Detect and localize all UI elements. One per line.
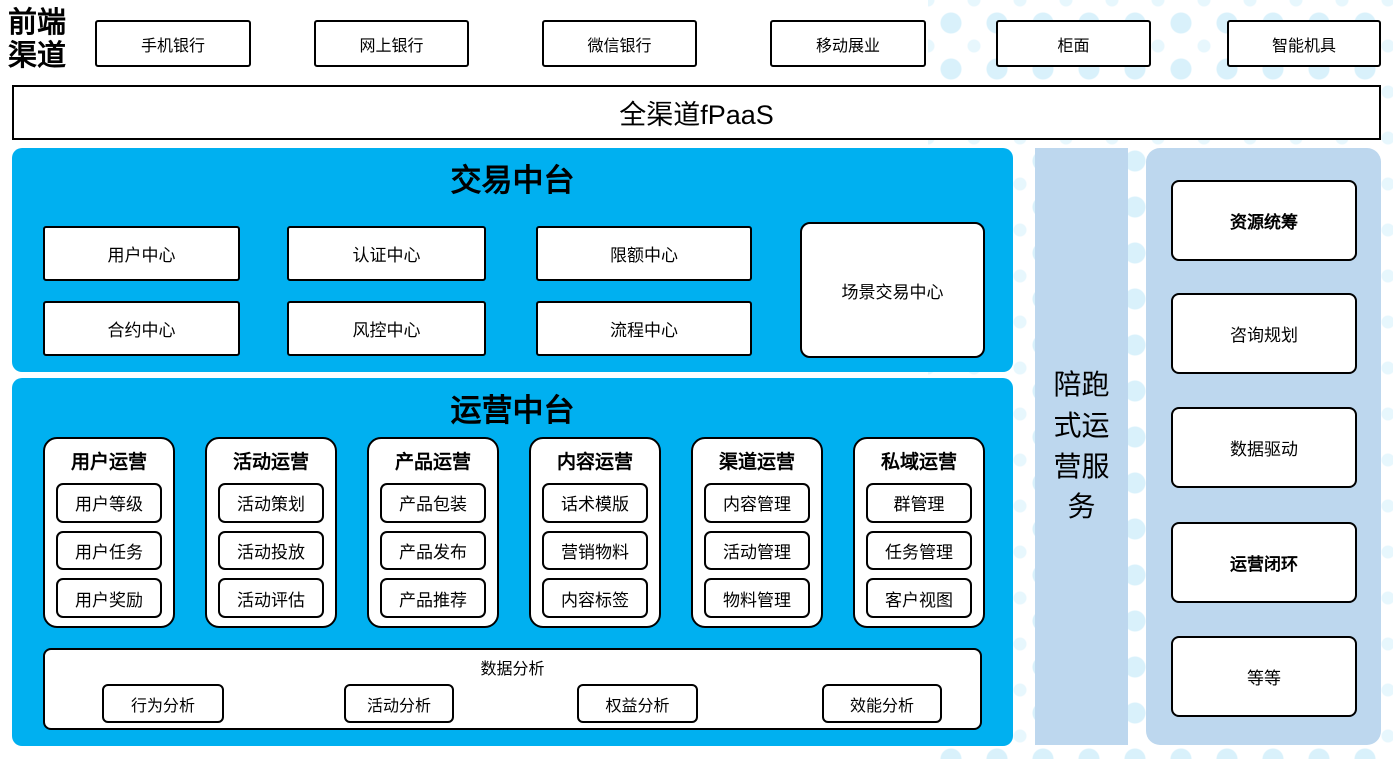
ops-group-title: 用户运营	[70, 452, 147, 473]
trade-platform-section: 交易中台 用户中心 认证中心 限额中心 合约中心 风控中心 流程中心 场景交易中…	[12, 148, 1013, 372]
channel-box-smart-machine: 智能机具	[1227, 20, 1381, 67]
service-box-consulting: 咨询规划	[1171, 293, 1357, 374]
ops-item: 内容标签	[542, 578, 648, 619]
ops-item: 活动投放	[218, 530, 324, 571]
analysis-box-rights: 权益分析	[577, 684, 698, 723]
channel-box-counter: 柜面	[996, 20, 1151, 67]
operation-platform-section: 运营中台 用户运营 用户等级 用户任务 用户奖励 活动运营 活动策划 活动投放 …	[12, 378, 1013, 746]
center-box-risk: 风控中心	[287, 301, 486, 356]
ops-group-activity: 活动运营 活动策划 活动投放 活动评估	[205, 437, 337, 628]
ops-item: 用户等级	[56, 483, 162, 523]
center-box-auth: 认证中心	[287, 226, 486, 281]
ops-group-content: 内容运营 话术模版 营销物料 内容标签	[529, 437, 661, 628]
ops-item: 用户奖励	[56, 578, 162, 619]
ops-group-private: 私域运营 群管理 任务管理 客户视图	[853, 437, 985, 628]
ops-group-title: 产品运营	[394, 452, 471, 473]
center-box-process: 流程中心	[536, 301, 752, 356]
ops-item: 产品发布	[380, 530, 486, 571]
channel-box-mobile-banking: 手机银行	[95, 20, 251, 67]
service-box-etc: 等等	[1171, 636, 1357, 717]
center-box-limit: 限额中心	[536, 226, 752, 281]
data-analysis-title: 数据分析	[480, 661, 545, 678]
channel-box-online-banking: 网上银行	[314, 20, 469, 67]
ops-group-title: 活动运营	[232, 452, 309, 473]
data-analysis-strip: 数据分析 行为分析 活动分析 权益分析 效能分析	[43, 648, 982, 730]
fpaas-bar: 全渠道fPaaS	[12, 85, 1381, 140]
service-box-data-driven: 数据驱动	[1171, 407, 1357, 488]
ops-item: 用户任务	[56, 530, 162, 571]
channel-box-wechat-banking: 微信银行	[542, 20, 697, 67]
ops-group-title: 内容运营	[556, 452, 633, 473]
analysis-box-behavior: 行为分析	[102, 684, 224, 723]
trade-platform-title: 交易中台	[450, 163, 575, 199]
service-box-resource: 资源统筹	[1171, 180, 1357, 261]
companion-service-bar: 陪跑式运营服务	[1035, 148, 1128, 745]
operation-platform-title: 运营中台	[450, 393, 575, 429]
ops-item: 物料管理	[704, 578, 810, 619]
companion-service-label: 陪跑式运营服务	[1053, 369, 1110, 523]
ops-item: 营销物料	[542, 530, 648, 571]
ops-group-channel: 渠道运营 内容管理 活动管理 物料管理	[691, 437, 823, 628]
analysis-box-efficiency: 效能分析	[822, 684, 942, 723]
ops-group-product: 产品运营 产品包装 产品发布 产品推荐	[367, 437, 499, 628]
analysis-box-activity: 活动分析	[344, 684, 454, 723]
center-box-scene-trade: 场景交易中心	[800, 222, 985, 358]
center-box-contract: 合约中心	[43, 301, 240, 356]
ops-item: 话术模版	[542, 483, 648, 523]
ops-item: 客户视图	[866, 578, 972, 619]
ops-item: 活动管理	[704, 530, 810, 571]
channel-box-mobile-marketing: 移动展业	[770, 20, 926, 67]
ops-item: 活动策划	[218, 483, 324, 523]
ops-item: 任务管理	[866, 530, 972, 571]
ops-item: 内容管理	[704, 483, 810, 523]
service-panel: 资源统筹 咨询规划 数据驱动 运营闭环 等等	[1146, 148, 1381, 745]
ops-item: 产品包装	[380, 483, 486, 523]
ops-group-title: 渠道运营	[718, 452, 795, 473]
ops-item: 活动评估	[218, 578, 324, 619]
ops-item: 群管理	[866, 483, 972, 523]
ops-group-title: 私域运营	[880, 452, 957, 473]
service-box-closed-loop: 运营闭环	[1171, 522, 1357, 603]
front-channels-label: 前端渠道	[8, 5, 67, 73]
ops-item: 产品推荐	[380, 578, 486, 619]
ops-group-user: 用户运营 用户等级 用户任务 用户奖励	[43, 437, 175, 628]
center-box-user: 用户中心	[43, 226, 240, 281]
